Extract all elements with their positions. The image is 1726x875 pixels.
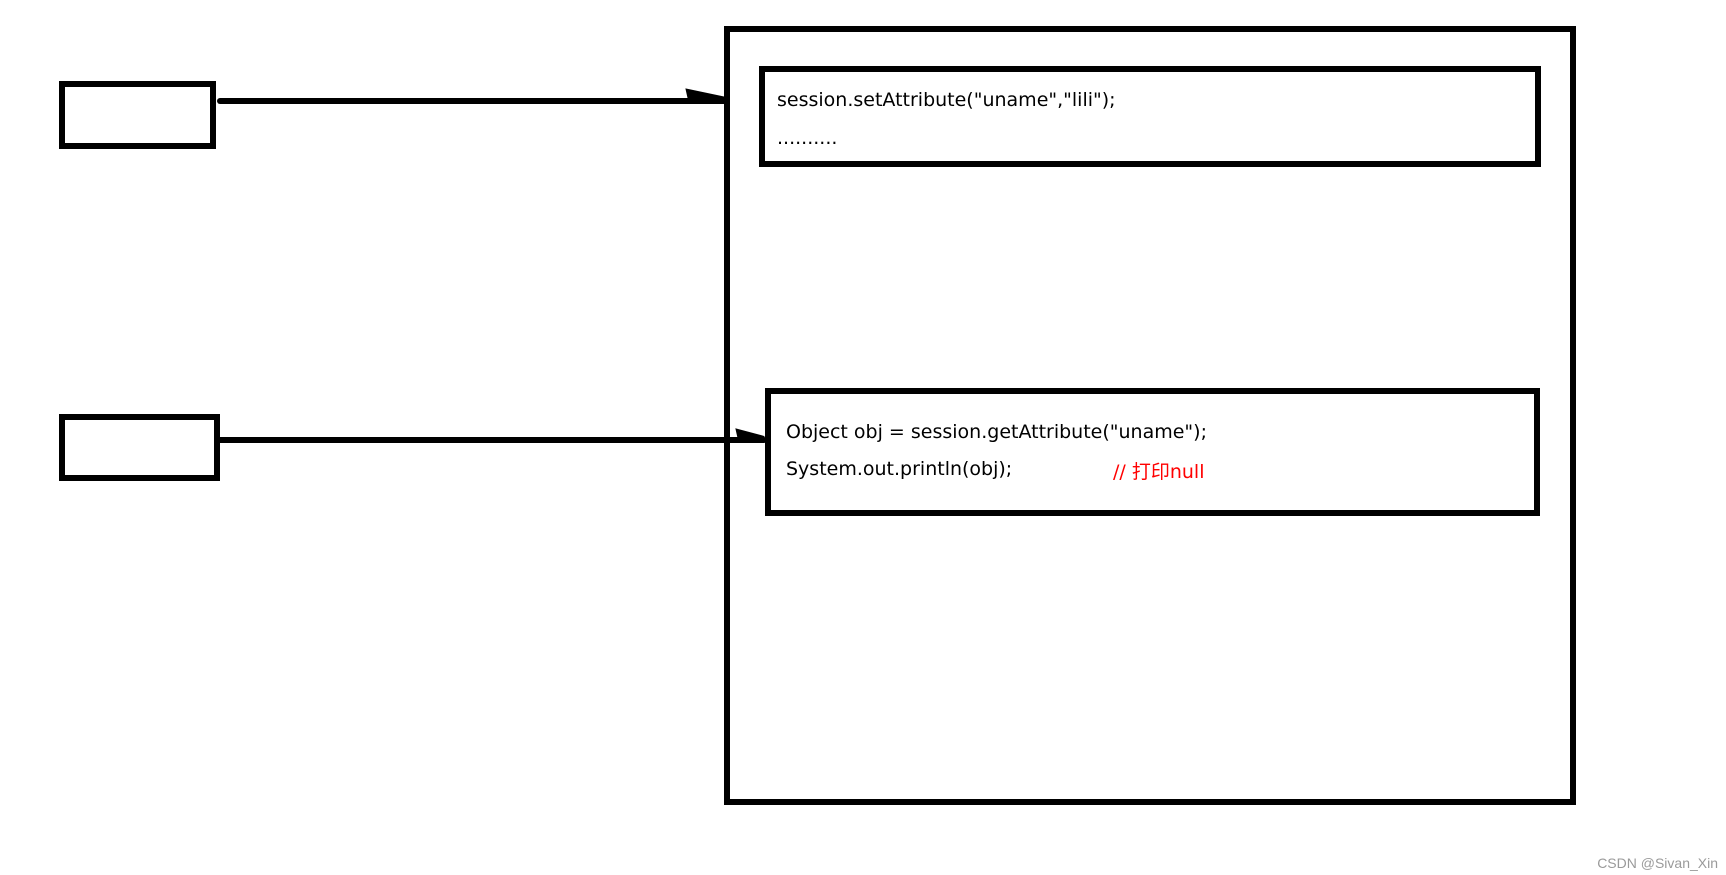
connector-arrowhead-1: [685, 88, 727, 103]
request-2-code-line-2: System.out.println(obj);: [786, 458, 1012, 480]
client-box-1: [59, 81, 216, 149]
request-box-1: [759, 66, 1541, 167]
request-2-comment: // 打印null: [1113, 461, 1204, 483]
request-2-code-line-1: Object obj = session.getAttribute("uname…: [786, 421, 1207, 443]
watermark: CSDN @Sivan_Xin: [1597, 855, 1718, 871]
server-box: [724, 26, 1576, 805]
request-1-code-line-2: ..........: [777, 127, 837, 149]
client-box-2: [59, 414, 220, 481]
connector-arrowhead-2: [735, 428, 765, 443]
request-1-code-line-1: session.setAttribute("uname","lili");: [777, 89, 1116, 111]
request-box-2: [765, 388, 1540, 516]
